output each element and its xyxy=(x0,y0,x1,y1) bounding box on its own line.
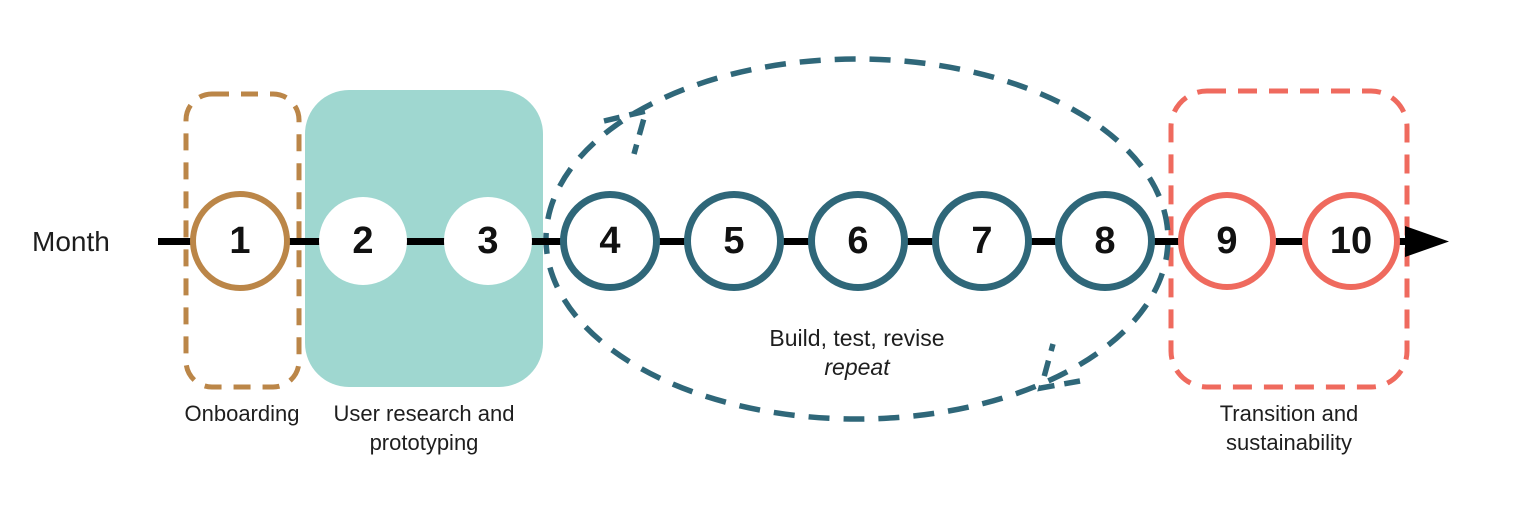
month-circle-2: 2 xyxy=(319,197,407,285)
phase-onboarding-outline xyxy=(183,91,302,390)
month-circle-9: 9 xyxy=(1178,192,1276,290)
loop-label-repeat: repeat xyxy=(824,354,890,380)
month-circle-1: 1 xyxy=(190,191,290,291)
phase-label-user-research-line1: User research and xyxy=(333,401,515,426)
phase-label-transition-line2: sustainability xyxy=(1226,430,1352,455)
month-circle-10: 10 xyxy=(1302,192,1400,290)
month-circle-7: 7 xyxy=(932,191,1032,291)
phase-label-transition-line1: Transition and xyxy=(1219,401,1359,426)
phase-label-transition: Transition and sustainability xyxy=(1169,399,1409,457)
loop-label-main: Build, test, revise xyxy=(769,325,945,351)
loop-arrowhead-top-icon xyxy=(603,107,650,155)
loop-label: Build, test, revise repeat xyxy=(737,324,977,382)
month-circle-3: 3 xyxy=(444,197,532,285)
loop-arrowhead-bottom-icon xyxy=(1037,343,1081,392)
month-circle-6: 6 xyxy=(808,191,908,291)
phase-label-user-research-line2: prototyping xyxy=(369,430,479,455)
phase-label-onboarding: Onboarding xyxy=(184,401,300,426)
month-circle-4: 4 xyxy=(560,191,660,291)
month-circle-5: 5 xyxy=(684,191,784,291)
axis-label-month: Month xyxy=(32,226,110,257)
phase-label-user-research: User research and prototyping xyxy=(304,399,544,457)
timeline-arrowhead-icon xyxy=(1405,226,1449,257)
month-circle-8: 8 xyxy=(1055,191,1155,291)
